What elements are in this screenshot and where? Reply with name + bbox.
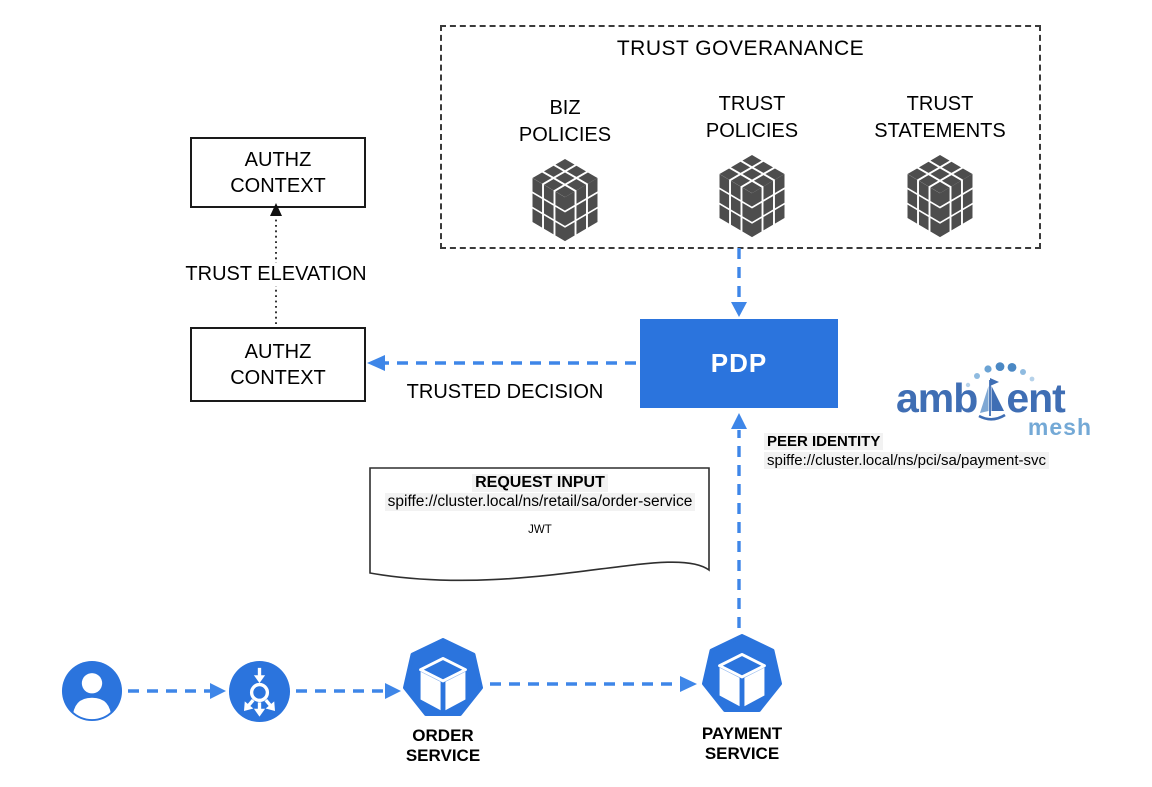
trust-policies-cube-icon xyxy=(713,154,791,240)
trust-statements-label: TRUST STATEMENTS xyxy=(874,93,1006,142)
order-service-label: ORDER SERVICE xyxy=(405,726,481,765)
trust-governance-box: TRUST GOVERANANCE BIZ POLICIES TRUST POL… xyxy=(440,25,1041,249)
trust-statements-item: TRUST STATEMENTS xyxy=(850,91,1030,240)
governance-to-pdp-arrow xyxy=(731,248,747,317)
user-to-waypoint-arrow xyxy=(128,683,226,699)
payment-to-pdp-arrow xyxy=(731,413,747,628)
waypoint-to-order-arrow xyxy=(296,683,401,699)
trust-statements-cube-icon xyxy=(901,154,979,240)
authz-context-box-top: AUTHZ CONTEXT xyxy=(190,137,366,208)
peer-identity-value: spiffe://cluster.local/ns/pci/sa/payment… xyxy=(764,452,1050,469)
sailboat-icon xyxy=(978,378,1006,421)
user-icon xyxy=(61,660,123,722)
logo-dots-icon xyxy=(965,362,1035,388)
request-input-token: JWT xyxy=(528,524,552,536)
biz-policies-item: BIZ POLICIES xyxy=(475,95,655,244)
logo-subtitle: mesh xyxy=(1027,414,1092,440)
waypoint-gateway-icon xyxy=(228,660,291,723)
peer-identity-block: PEER IDENTITY spiffe://cluster.local/ns/… xyxy=(764,433,1050,469)
trust-governance-title: TRUST GOVERANANCE xyxy=(616,37,865,60)
request-input-value: spiffe://cluster.local/ns/retail/sa/orde… xyxy=(384,493,696,511)
trust-policies-label: TRUST POLICIES xyxy=(705,93,799,142)
request-input-title: REQUEST INPUT xyxy=(472,474,608,492)
trusted-decision-label: TRUSTED DECISION xyxy=(406,381,604,403)
authz-context-box-bottom: AUTHZ CONTEXT xyxy=(190,327,366,402)
payment-service-label: PAYMENT SERVICE xyxy=(701,724,783,763)
ambient-mesh-logo: amb ent mesh xyxy=(896,362,1096,440)
logo-wordmark: amb ent xyxy=(896,376,1066,424)
peer-identity-title: PEER IDENTITY xyxy=(764,433,884,450)
pdp-label: PDP xyxy=(710,348,768,378)
request-input-document: REQUEST INPUT spiffe://cluster.local/ns/… xyxy=(366,464,714,592)
order-service-icon xyxy=(403,638,483,718)
pdp-box: PDP xyxy=(640,319,838,408)
trust-elevation-label: TRUST ELEVATION xyxy=(166,263,386,286)
order-to-payment-arrow xyxy=(490,676,697,692)
biz-policies-label: BIZ POLICIES xyxy=(518,97,612,146)
biz-policies-cube-icon xyxy=(526,158,604,244)
trusted-decision-arrow xyxy=(367,355,636,371)
trust-policies-item: TRUST POLICIES xyxy=(662,91,842,240)
payment-service-icon xyxy=(702,634,782,714)
